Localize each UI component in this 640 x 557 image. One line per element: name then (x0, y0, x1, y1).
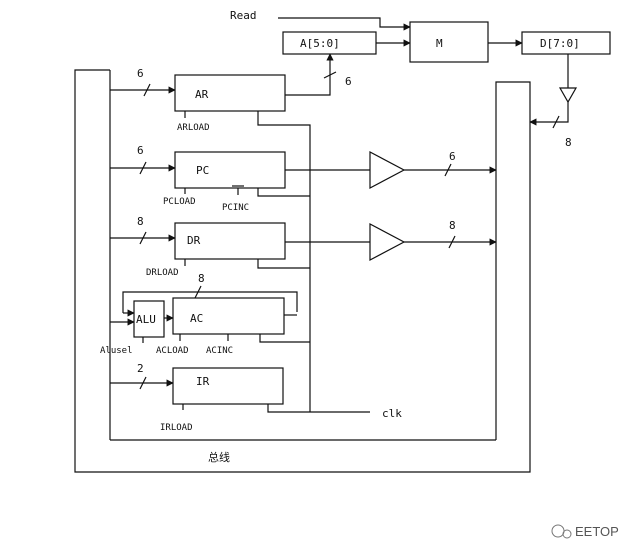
ar-to-address-line (285, 53, 334, 96)
ir-input-width: 2 (137, 362, 144, 375)
pc-bus-buffer (369, 151, 406, 189)
dr-to-bus-width: 8 (449, 219, 456, 232)
memory-to-bus-width-slash (552, 115, 560, 129)
dr-to-bus-width-slash (448, 235, 456, 249)
watermark-icon (551, 524, 565, 538)
ac-register-label: AC (190, 312, 203, 325)
acload-label: ACLOAD (156, 346, 189, 356)
alusel-label: Alusel (100, 346, 133, 356)
ac-loop-width-slash (194, 285, 202, 299)
pc-to-bus-width: 6 (449, 150, 456, 163)
data-out-label: D[7:0] (540, 37, 580, 50)
pc-input-width-slash (139, 161, 147, 175)
ac-loop-line (122, 291, 298, 313)
pcload-label: PCLOAD (163, 197, 196, 207)
watermark: EETOP (551, 524, 619, 539)
dr-feedback-line (257, 259, 310, 269)
ir-feedback-line (267, 404, 370, 413)
memory-to-bus-width: 8 (565, 136, 572, 149)
ar-to-address-width: 6 (345, 75, 352, 88)
ar-input-width-slash (143, 83, 151, 97)
read-signal-line (278, 17, 411, 31)
pc-to-bus-width-slash (444, 163, 452, 177)
dr-register-label: DR (187, 234, 201, 247)
clk-label: clk (382, 407, 402, 420)
alu-block (133, 300, 165, 338)
ir-input-width-slash (139, 376, 147, 390)
memory-label: M (436, 37, 443, 50)
dr-input-width: 8 (137, 215, 144, 228)
dr-input-width-slash (139, 231, 147, 245)
ar-input-width: 6 (137, 67, 144, 80)
pcinc-label: PCINC (222, 203, 249, 213)
acinc-label: ACINC (206, 346, 233, 356)
pc-feedback-line (257, 188, 310, 197)
ar-register-label: AR (195, 88, 209, 101)
bus-label: 总线 (208, 450, 230, 464)
alu-label: ALU (136, 313, 156, 326)
bus-frame (74, 69, 531, 473)
irload-label: IRLOAD (160, 423, 193, 433)
memory-block (409, 21, 489, 63)
address-register-label: A[5:0] (300, 37, 340, 50)
memory-to-bus-line (529, 102, 569, 126)
ar-to-address-width-slash (323, 71, 337, 79)
ar-register-block (174, 74, 286, 112)
read-signal-label: Read (230, 9, 257, 22)
ir-register-block (172, 367, 284, 405)
memory-bus-buffer (558, 87, 578, 104)
pc-register-label: PC (196, 164, 209, 177)
pc-register-block (174, 151, 286, 189)
watermark-label: EETOP (575, 524, 619, 539)
ac-feedback-line (259, 334, 310, 343)
ir-register-label: IR (196, 375, 210, 388)
dr-bus-buffer (369, 223, 406, 261)
pc-input-width: 6 (137, 144, 144, 157)
arload-label: ARLOAD (177, 123, 210, 133)
drload-label: DRLOAD (146, 268, 179, 278)
ac-loop-width: 8 (198, 272, 205, 285)
ac-register-block (172, 297, 285, 335)
